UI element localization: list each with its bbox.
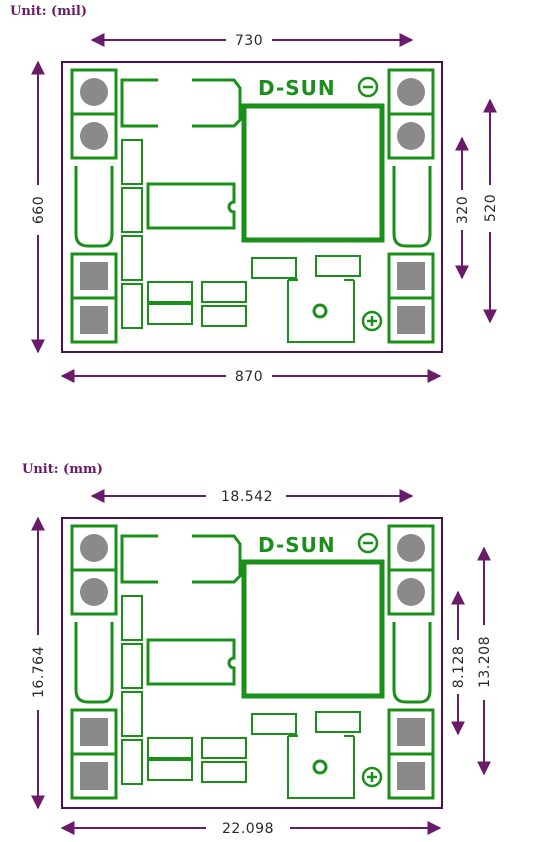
- dim-top-width-mil: 730: [235, 33, 263, 49]
- brand-label: D-SUN: [258, 533, 336, 557]
- dim-inner-height-mil: 320: [455, 196, 471, 224]
- dim-inner-height-mm: 8.128: [451, 646, 467, 689]
- dim-bottom-width-mil: 870: [235, 369, 263, 385]
- unit-label-mil: Unit: (mil): [10, 4, 87, 19]
- dim-right-height-mm: 13.208: [477, 636, 493, 688]
- pcb-board-mil: [62, 62, 442, 352]
- pcb-board-mm: [62, 518, 442, 808]
- unit-label-mm: Unit: (mm): [22, 462, 103, 477]
- dim-right-height-mil: 520: [483, 194, 499, 222]
- pcb-diagram-mil: D-SUN 730 870 660 320 520: [31, 33, 499, 385]
- dim-left-height-mil: 660: [31, 196, 47, 224]
- dim-bottom-width-mm: 22.098: [222, 821, 274, 837]
- brand-label: D-SUN: [258, 76, 336, 100]
- pcb-diagram-mm: D-SUN 18.542 22.098 16.764 8.128 13.208: [31, 489, 493, 837]
- dim-left-height-mm: 16.764: [31, 646, 47, 698]
- dim-top-width-mm: 18.542: [221, 489, 273, 505]
